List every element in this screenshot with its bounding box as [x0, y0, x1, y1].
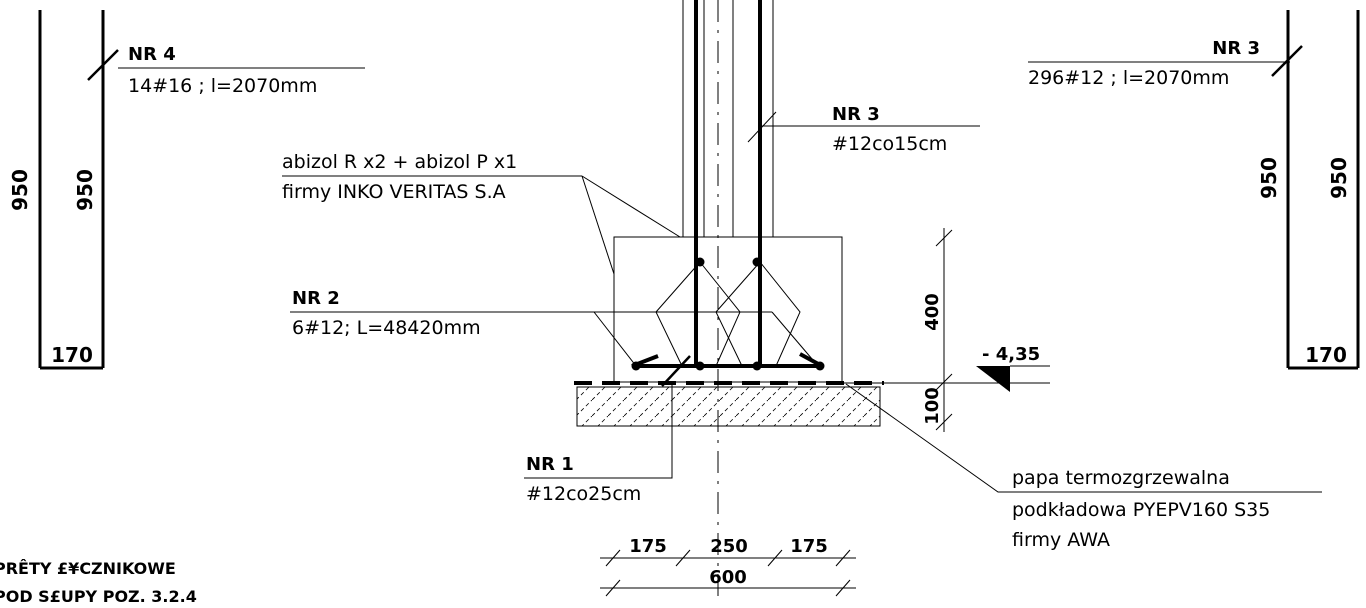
blinding-height-dim: 100 [922, 387, 943, 425]
vertical-dimensions [842, 228, 1050, 432]
nr3-top-title: NR 3 [1212, 38, 1260, 59]
footer-line1: PRÊTY £¥CZNIKOWE [0, 559, 176, 578]
right-outer-dim: 950 [1257, 157, 1281, 199]
footer-line2: POD S£UPY POZ. 3.2.4 [0, 587, 197, 606]
dim-bottom-right: 175 [790, 536, 828, 557]
blinding-concrete [576, 386, 881, 427]
nr3-mid-spec: #12co15cm [832, 133, 947, 155]
nr3-mid-title: NR 3 [832, 104, 880, 125]
nr3-top-spec: 296#12 ; l=2070mm [1028, 67, 1229, 89]
horizontal-dimensions [600, 549, 856, 597]
dim-bottom-left: 175 [629, 536, 667, 557]
nr3-top-leader [1271, 45, 1303, 77]
membrane-line3: firmy AWA [1012, 529, 1110, 551]
nr4-leader [87, 49, 119, 81]
left-outer-dim: 950 [8, 169, 32, 211]
dim-bottom-total: 600 [709, 567, 747, 588]
level-marker [976, 365, 1050, 392]
nr2-title: NR 2 [292, 288, 340, 309]
left-inner-dim: 950 [73, 169, 97, 211]
right-base-dim: 170 [1305, 343, 1347, 367]
left-bar-shape [38, 10, 365, 370]
right-inner-dim: 950 [1327, 157, 1351, 199]
footing-height-dim: 400 [922, 293, 943, 331]
membrane-line2: podkładowa PYEPV160 S35 [1012, 499, 1270, 521]
dim-bottom-mid: 250 [710, 536, 748, 557]
nr4-spec: 14#16 ; l=2070mm [128, 75, 317, 97]
right-bar-shape [1028, 10, 1360, 370]
nr1-title: NR 1 [526, 454, 574, 475]
level-value: - 4,35 [982, 344, 1040, 365]
column [682, 0, 774, 366]
nr1-spec: #12co25cm [526, 483, 641, 505]
nr4-title: NR 4 [128, 44, 176, 65]
insulation-line2: firmy INKO VERITAS S.A [282, 181, 506, 203]
left-base-dim: 170 [51, 343, 93, 367]
insulation-line1: abizol R x2 + abizol P x1 [282, 151, 517, 173]
membrane-line1: papa termozgrzewalna [1012, 467, 1230, 489]
nr2-spec: 6#12; L=48420mm [292, 317, 481, 339]
leaders [282, 111, 1322, 493]
